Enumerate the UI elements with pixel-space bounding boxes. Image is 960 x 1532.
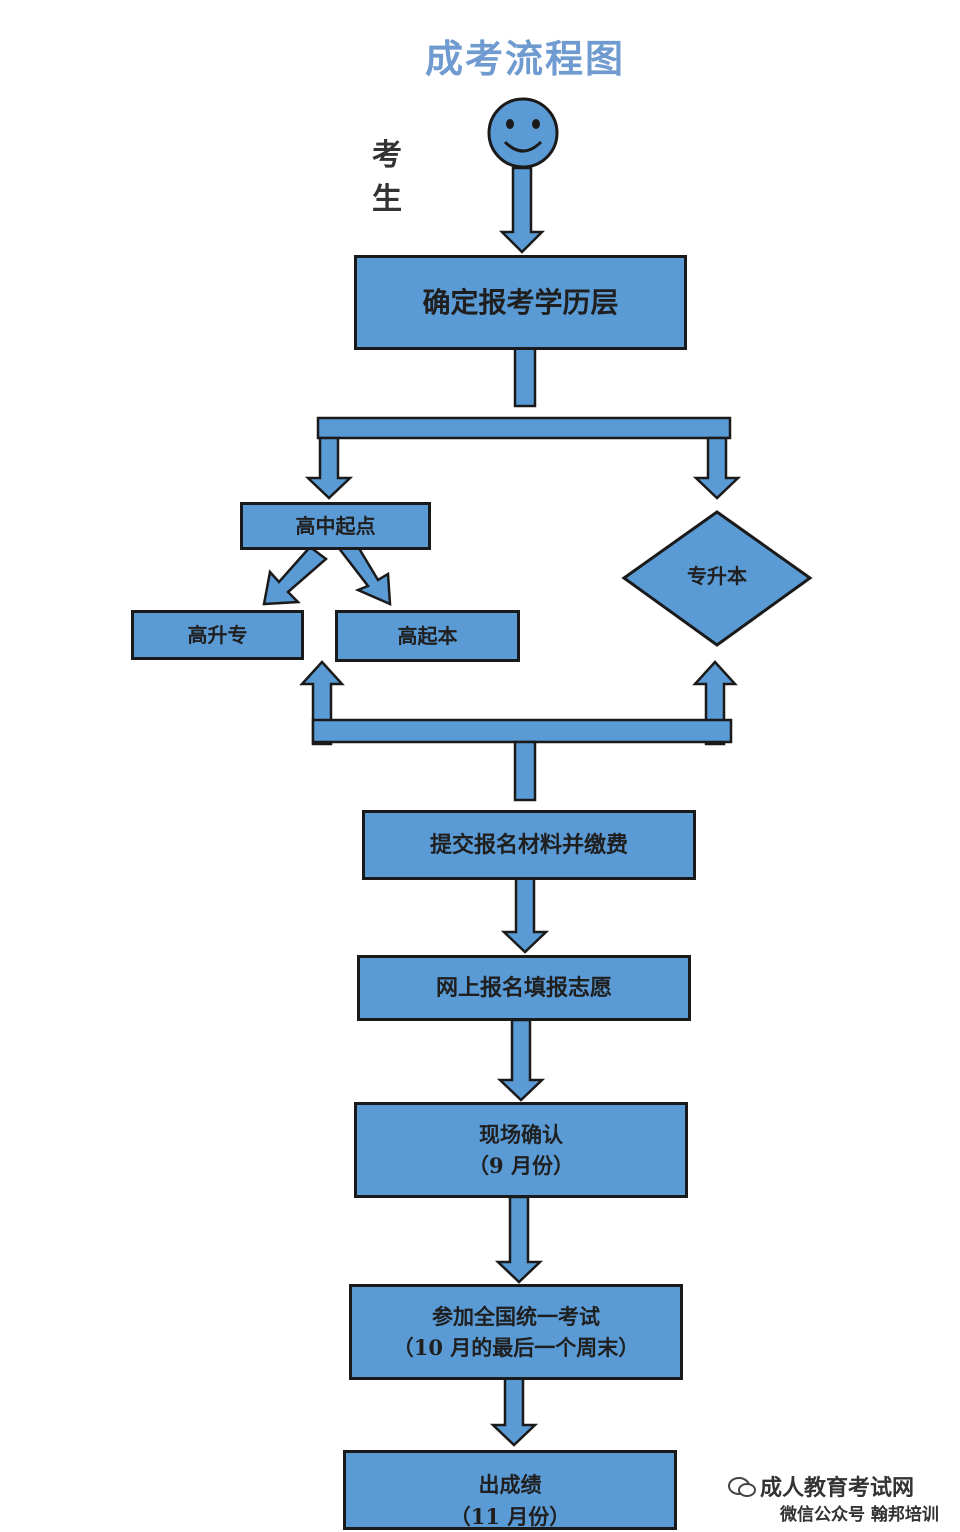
online-registration-box: 网上报名填报志愿	[357, 955, 691, 1021]
arrow-down	[504, 878, 546, 952]
arrow-down	[502, 168, 542, 252]
arrow-down	[493, 1378, 535, 1445]
merge-bar	[313, 720, 731, 742]
watermark-account: 微信公众号 翰邦培训	[780, 1500, 939, 1525]
determine-level-box: 确定报考学历层	[354, 255, 687, 350]
online-registration-label: 网上报名填报志愿	[436, 972, 612, 1005]
connector-stem	[515, 348, 535, 406]
arrow-down	[500, 1020, 542, 1100]
national-exam-time: （10 月的最后一个周末）	[393, 1332, 640, 1364]
split-bar	[318, 418, 730, 438]
results-label: 出成绩	[479, 1469, 542, 1501]
determine-level-label: 确定报考学历层	[422, 282, 618, 324]
national-exam-label: 参加全国统一考试	[432, 1301, 600, 1333]
gaoshengzhuan-label: 高升专	[188, 620, 248, 650]
high-school-start-label: 高中起点	[296, 511, 376, 541]
arrow-down-right	[696, 438, 738, 498]
wechat-watermark: 成人教育考试网 微信公众号 翰邦培训	[728, 1470, 960, 1530]
onsite-confirm-time: （9 月份）	[468, 1150, 574, 1182]
arrow-down-left	[308, 438, 350, 498]
arrow-down	[498, 1197, 540, 1282]
wechat-icon	[728, 1476, 756, 1498]
arrow-diagonal-left	[264, 547, 326, 604]
gaoqiben-label: 高起本	[398, 621, 458, 651]
gaoqiben-box: 高起本	[335, 610, 520, 662]
submit-materials-box: 提交报名材料并缴费	[362, 810, 696, 880]
onsite-confirm-box: 现场确认 （9 月份）	[354, 1102, 688, 1198]
watermark-site-name: 成人教育考试网	[760, 1470, 914, 1502]
results-time: （11 月份）	[450, 1501, 571, 1532]
high-school-start-box: 高中起点	[240, 502, 431, 550]
zhuanshengben-label: 专升本	[622, 560, 812, 589]
gaoshengzhuan-box: 高升专	[131, 610, 304, 660]
onsite-confirm-label: 现场确认	[479, 1119, 563, 1151]
connector-stem	[515, 742, 535, 800]
smiley-face-icon	[489, 99, 557, 167]
submit-materials-label: 提交报名材料并缴费	[430, 829, 628, 862]
national-exam-box: 参加全国统一考试 （10 月的最后一个周末）	[349, 1284, 683, 1380]
results-box: 出成绩 （11 月份）	[343, 1450, 677, 1530]
